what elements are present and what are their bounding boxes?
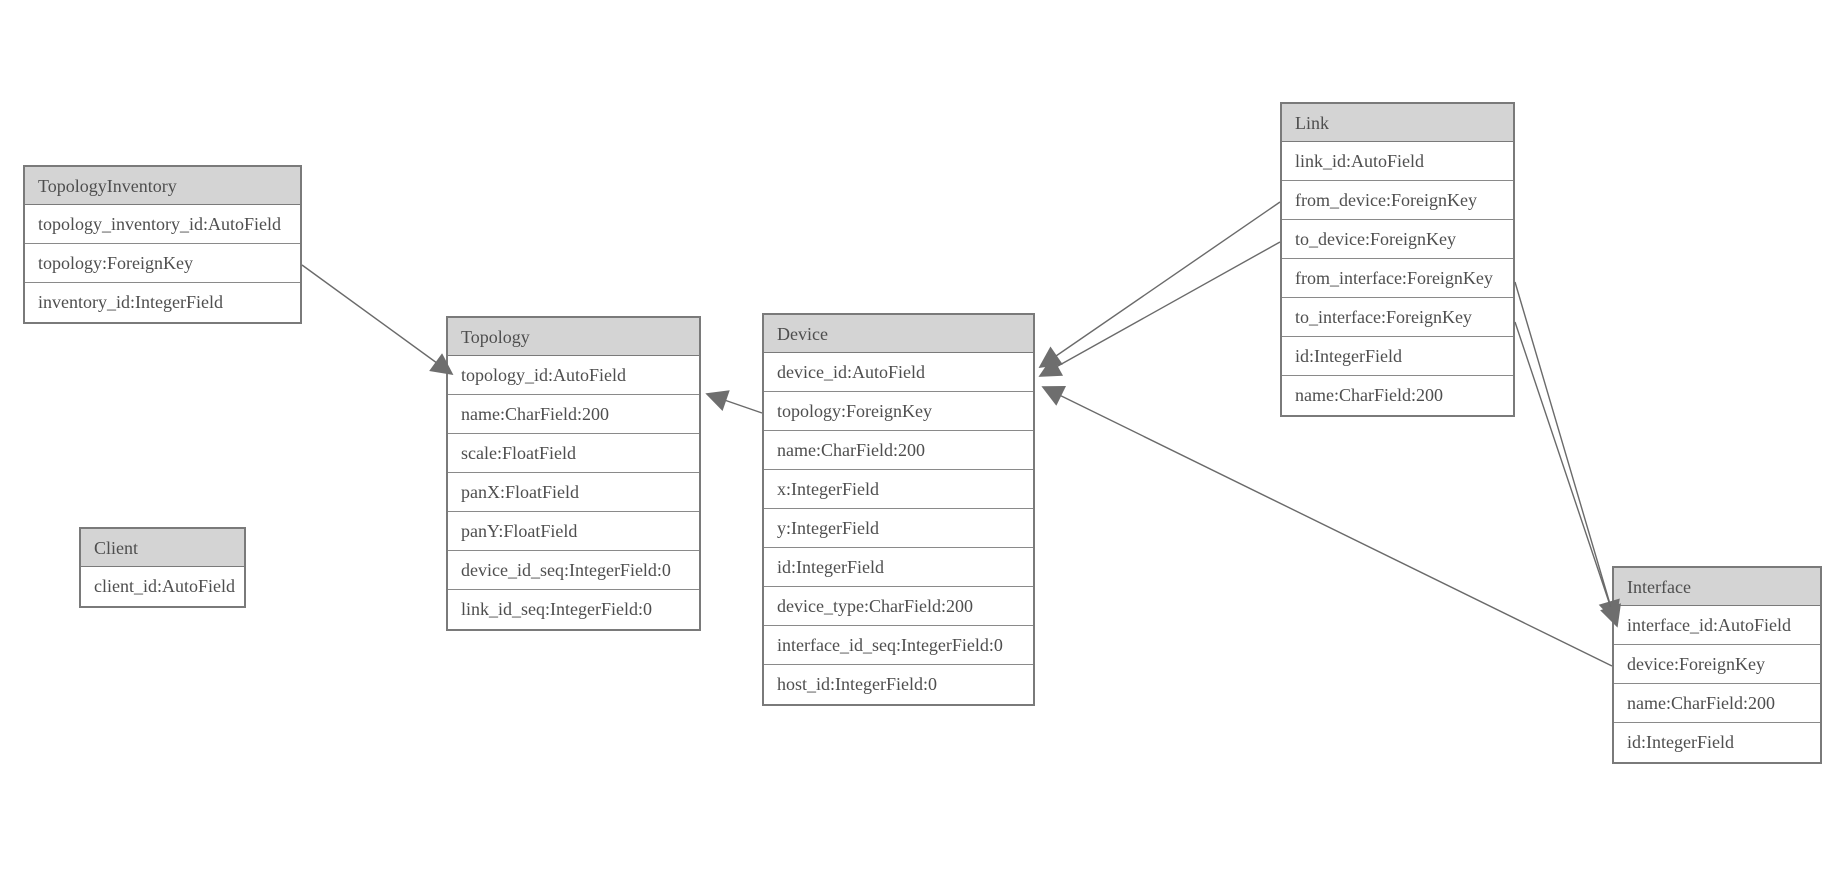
field-device: device:ForeignKey (1614, 645, 1820, 684)
field-inventory_id: inventory_id:IntegerField (25, 283, 300, 322)
field-id: id:IntegerField (1614, 723, 1820, 762)
field-id: id:IntegerField (1282, 337, 1513, 376)
field-host_id: host_id:IntegerField:0 (764, 665, 1033, 704)
relation-link-to-device (1038, 241, 1281, 377)
field-interface_id: interface_id:AutoField (1614, 606, 1820, 645)
entity-title-device: Device (764, 315, 1033, 353)
field-topology_id: topology_id:AutoField (448, 356, 699, 395)
relation-device-topology (705, 390, 763, 414)
entity-title-interface: Interface (1614, 568, 1820, 606)
field-name: name:CharField:200 (448, 395, 699, 434)
field-link_id_seq: link_id_seq:IntegerField:0 (448, 590, 699, 629)
field-device_id: device_id:AutoField (764, 353, 1033, 392)
field-from_interface: from_interface:ForeignKey (1282, 259, 1513, 298)
relation-link-to-interface (1514, 321, 1621, 628)
field-link_id: link_id:AutoField (1282, 142, 1513, 181)
entity-title-link: Link (1282, 104, 1513, 142)
relation-interface-device (1041, 386, 1613, 667)
field-panY: panY:FloatField (448, 512, 699, 551)
field-topology: topology:ForeignKey (25, 244, 300, 283)
relation-link-from-device (1038, 201, 1281, 368)
field-client_id: client_id:AutoField (81, 567, 244, 606)
field-interface_id_seq: interface_id_seq:IntegerField:0 (764, 626, 1033, 665)
relation-link-from-interface (1514, 281, 1620, 623)
field-name: name:CharField:200 (1282, 376, 1513, 415)
field-topology: topology:ForeignKey (764, 392, 1033, 431)
field-id: id:IntegerField (764, 548, 1033, 587)
field-device_id_seq: device_id_seq:IntegerField:0 (448, 551, 699, 590)
field-name: name:CharField:200 (764, 431, 1033, 470)
entity-title-client: Client (81, 529, 244, 567)
entity-title-topology: Topology (448, 318, 699, 356)
field-panX: panX:FloatField (448, 473, 699, 512)
field-from_device: from_device:ForeignKey (1282, 181, 1513, 220)
field-name: name:CharField:200 (1614, 684, 1820, 723)
field-scale: scale:FloatField (448, 434, 699, 473)
entity-title-topologyinventory: TopologyInventory (25, 167, 300, 205)
field-topology_inventory_id: topology_inventory_id:AutoField (25, 205, 300, 244)
field-to_interface: to_interface:ForeignKey (1282, 298, 1513, 337)
field-to_device: to_device:ForeignKey (1282, 220, 1513, 259)
field-x: x:IntegerField (764, 470, 1033, 509)
field-y: y:IntegerField (764, 509, 1033, 548)
relation-topologyinventory-topology (301, 264, 454, 376)
field-device_type: device_type:CharField:200 (764, 587, 1033, 626)
